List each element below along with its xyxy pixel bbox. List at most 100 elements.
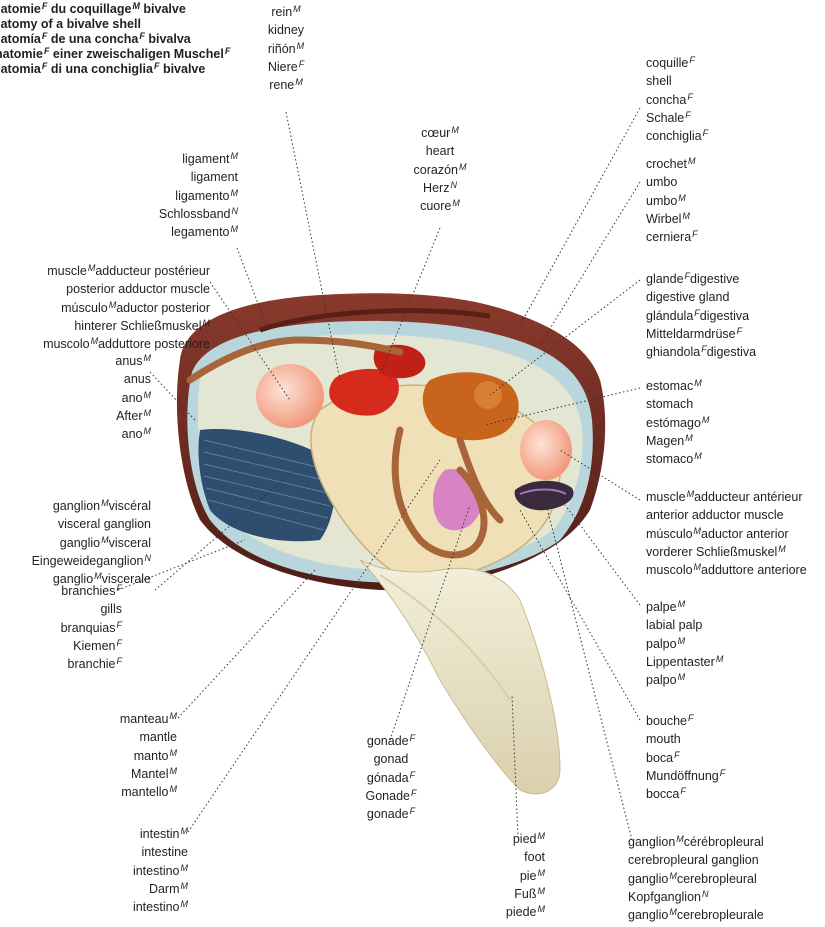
gender-marker: F: [680, 786, 686, 796]
label-line: corazónM: [377, 161, 503, 179]
label-line: intestinoM: [60, 862, 188, 880]
label-anus: anusManusanoMAfterManoM: [40, 352, 151, 443]
label-line: AfterM: [40, 407, 151, 425]
gender-marker: M: [538, 886, 546, 896]
label-line: branquiasF: [30, 619, 122, 637]
term-text: estomac: [646, 379, 693, 393]
label-line: reinM: [256, 3, 316, 21]
gender-marker: M: [678, 599, 686, 609]
label-cerebropleural-ganglion: ganglionMcérébropleuralcerebropleural ga…: [628, 833, 764, 924]
term-text: intestino: [133, 864, 180, 878]
label-line: stomach: [646, 395, 709, 413]
term-text: branquias: [61, 621, 116, 635]
gender-marker: F: [410, 770, 416, 780]
gender-marker: M: [676, 834, 684, 844]
term-text: palpe: [646, 600, 677, 614]
term-text: palpo: [646, 673, 677, 687]
term-text: branchies: [61, 584, 115, 598]
gender-marker: F: [737, 326, 743, 336]
gender-marker: M: [694, 562, 702, 572]
term-text: anterior adductor muscle: [646, 508, 784, 522]
term-text: gónada: [367, 771, 409, 785]
gender-marker: F: [117, 620, 123, 630]
label-line: mantle: [40, 728, 177, 746]
term-text: muscle: [47, 264, 87, 278]
term-text: pied: [513, 832, 537, 846]
term-text: gonade: [367, 807, 409, 821]
term-text: umbo: [646, 194, 677, 208]
label-line: gonadeF: [350, 732, 432, 750]
gender-marker: M: [669, 907, 677, 917]
term-text: músculo: [646, 527, 693, 541]
label-line: stomacoM: [646, 450, 709, 468]
label-line: muscleMadducteur postérieur: [0, 262, 210, 280]
term-text: rene: [269, 78, 294, 92]
label-line: anusM: [40, 352, 151, 370]
label-gills: branchiesFgillsbranquiasFKiemenFbranchie…: [30, 582, 122, 673]
label-line: mouth: [646, 730, 725, 748]
label-line: conchigliaF: [646, 127, 708, 145]
term-text: digestiva: [700, 309, 749, 323]
label-line: shell: [646, 72, 708, 90]
gender-marker: F: [411, 788, 417, 798]
term-text: legamento: [171, 225, 229, 239]
gender-marker: M: [101, 535, 109, 545]
term-text: digestive: [690, 272, 739, 286]
term-text: gills: [100, 602, 122, 616]
gender-marker: F: [689, 55, 695, 65]
label-line: FußM: [470, 885, 545, 903]
gender-marker: M: [452, 198, 460, 208]
label-line: anus: [40, 370, 151, 388]
term-text: corazón: [414, 163, 458, 177]
gender-marker: M: [678, 636, 686, 646]
term-text: vorderer Schließmuskel: [646, 545, 777, 559]
label-anterior-adductor: muscleMadducteur antérieur anterior adduc…: [646, 488, 807, 579]
gender-marker: M: [538, 868, 546, 878]
term-text: mantello: [121, 785, 168, 799]
term-text: aductor anterior: [701, 527, 789, 541]
term-text: ligament: [182, 152, 229, 166]
label-shell: coquilleFshellconchaFSchaleFconchigliaF: [646, 54, 708, 145]
term-text: foot: [524, 850, 545, 864]
term-text: cuore: [420, 199, 451, 213]
label-line: ligamentM: [110, 150, 238, 168]
term-text: manteau: [120, 712, 169, 726]
term-text: adducteur postérieur: [95, 264, 210, 278]
term-text: adduttore anteriore: [701, 563, 807, 577]
term-text: cerniera: [646, 230, 691, 244]
label-line: gonadeF: [350, 805, 432, 823]
gender-marker: F: [117, 583, 123, 593]
gender-marker: M: [181, 863, 189, 873]
gender-marker: M: [181, 899, 189, 909]
term-text: Eingeweideganglion: [32, 554, 144, 568]
label-line: ganglioMvisceral: [0, 534, 151, 552]
term-text: Magen: [646, 434, 684, 448]
gender-marker: M: [144, 426, 152, 436]
label-labial-palp: palpeMlabial palppalpoMLippentasterMpalp…: [646, 598, 723, 689]
label-line: DarmM: [60, 880, 188, 898]
label-line: palpoM: [646, 635, 723, 653]
label-line: ganglioMcerebropleurale: [628, 906, 764, 924]
term-text: Herz: [423, 181, 449, 195]
gender-marker: M: [687, 489, 695, 499]
gender-marker: M: [144, 408, 152, 418]
gender-marker: M: [231, 151, 239, 161]
label-line: branchieF: [30, 655, 122, 673]
term-text: shell: [646, 74, 672, 88]
gender-marker: M: [297, 41, 305, 51]
term-text: cérébropleural: [684, 835, 764, 849]
term-text: mouth: [646, 732, 681, 746]
label-line: glándulaFdigestiva: [646, 307, 756, 325]
label-line: heart: [377, 142, 503, 160]
label-heart: cœurMheartcorazónMHerzNcuoreM: [377, 124, 503, 215]
label-line: muscleMadducteur antérieur: [646, 488, 807, 506]
label-line: anoM: [40, 425, 151, 443]
label-line: piedeM: [470, 903, 545, 921]
gender-marker: F: [703, 128, 709, 138]
term-text: músculo: [61, 301, 108, 315]
term-text: labial palp: [646, 618, 702, 632]
label-line: posterior adductor muscle: [0, 280, 210, 298]
label-line: intestinoM: [60, 898, 188, 916]
label-line: umboM: [646, 192, 698, 210]
label-line: hinterer SchließmuskelM: [0, 317, 210, 335]
